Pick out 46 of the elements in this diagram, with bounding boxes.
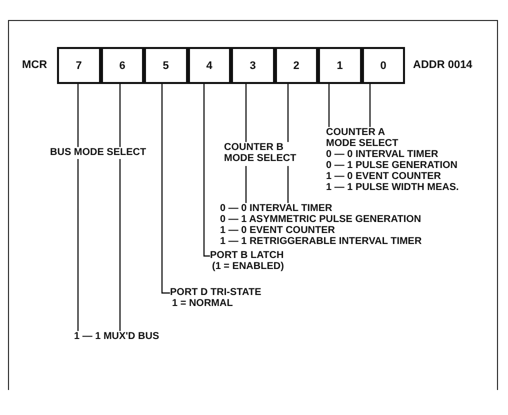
connector-line [245, 84, 247, 142]
register-bit-cell [57, 47, 100, 84]
field-description: BUS MODE SELECT [50, 147, 146, 158]
bit-number: 3 [250, 60, 256, 72]
mode-table-row: 0 — 1 ASYMMETRIC PULSE GENERATION [220, 214, 422, 225]
mode-table-row: 1 — 1 RETRIGGERABLE INTERVAL TIMER [220, 236, 422, 247]
register-bit-cell [231, 47, 274, 84]
bit-number: 5 [162, 60, 169, 72]
register-name: MCR [22, 59, 48, 71]
mode-table-row: 1 — 1 PULSE WIDTH MEAS. [326, 182, 459, 193]
mode-table-row: 1 — 0 EVENT COUNTER [326, 171, 442, 182]
connector-line [119, 84, 121, 147]
register-address: ADDR 0014 [413, 59, 472, 71]
connector-line [369, 84, 371, 127]
register-bit-cell [274, 47, 318, 84]
register-bit-cell [362, 47, 405, 84]
mode-table-row: 0 — 1 PULSE GENERATION [326, 160, 458, 171]
connector-line [287, 166, 289, 203]
field-description: COUNTER A MODE SELECT [326, 127, 400, 149]
register-bit-cell [188, 47, 231, 84]
field-description: 1 = NORMAL [171, 298, 233, 309]
connector-line [161, 84, 170, 294]
connector-line [77, 84, 79, 147]
connector-line [119, 159, 121, 331]
register-bit-cell [144, 47, 188, 84]
bit-number: 0 [380, 60, 386, 72]
connector-line [287, 84, 289, 142]
mode-table-row: 0 — 0 INTERVAL TIMER [220, 203, 332, 214]
register-bit-cell [100, 47, 144, 84]
bit-number: 6 [119, 60, 126, 72]
bit-number: 2 [293, 60, 300, 72]
bit-number: 7 [76, 60, 82, 72]
bit-number: 1 [336, 60, 343, 72]
field-description: COUNTER B MODE SELECT [224, 142, 298, 164]
field-description: PORT B LATCH [210, 250, 284, 261]
connector-line [77, 159, 79, 331]
field-description: PORT D TRI-STATE [170, 287, 262, 298]
register-bit-cell [318, 47, 362, 84]
mode-table-row: 0 — 0 INTERVAL TIMER [326, 149, 438, 160]
bit-number: 4 [206, 60, 212, 72]
field-description: (1 = ENABLED) [211, 261, 284, 272]
connector-line [245, 166, 247, 203]
connector-line [328, 84, 330, 127]
field-description: 1 — 1 MUX'D BUS [74, 331, 160, 342]
connector-line [203, 84, 210, 257]
mode-table-row: 1 — 0 EVENT COUNTER [220, 225, 336, 236]
